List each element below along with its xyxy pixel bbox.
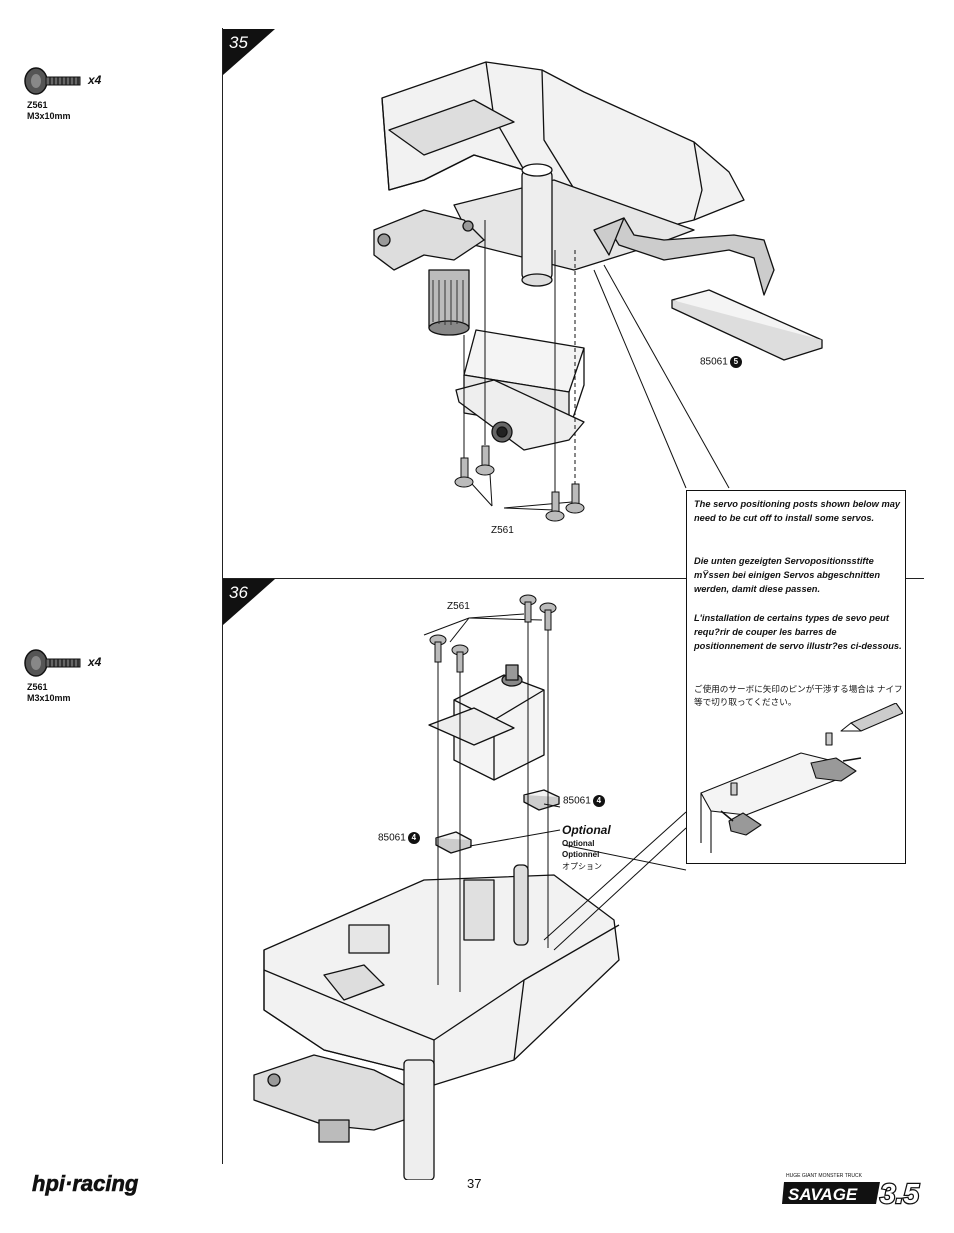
page-number: 37 [467,1176,482,1191]
step-circle-number: 4 [592,795,605,807]
note-text-de: Die unten gezeigten Servopositionsstifte… [694,556,880,595]
optional-label-fr: Optionnel [562,850,600,859]
part-size: M3x10mm [27,111,71,121]
part-code: Z561 M3x10mm [27,100,71,122]
part-size: M3x10mm [27,693,71,703]
parts-callout-step36: x4 Z561 M3x10mm [22,646,142,703]
part-number: 85061 [700,356,728,368]
part-number: 85061 [563,795,591,807]
optional-label-en: Optional [562,823,611,837]
z561-label-step36: Z561 [447,601,470,612]
brand-logo-text: hpi·racing [32,1171,139,1196]
part-number: Z561 [27,100,48,110]
step-circle-number: 5 [729,356,742,368]
screw-icon [24,67,81,95]
parts-callout-step35: x4 Z561 M3x10mm [22,64,142,121]
product-subtitle: HUGE GIANT MONSTER TRUCK [786,1173,863,1179]
optional-label-de: Optional [562,839,595,848]
step-badge-36: 36 [223,579,275,625]
step-number: 35 [229,33,248,52]
cut-posts-illustration [700,703,903,853]
z561-label-step35: Z561 [491,525,514,536]
hpi-racing-logo: hpi·racing [30,1171,140,1196]
step-circle-number: 4 [407,832,420,844]
step36-assembly-illustration [253,594,687,1180]
frame-horizontal-line [222,578,924,579]
step35-assembly-illustration [373,61,823,522]
note-text-jp: ご使用のサーボに矢印のピンが干渉する場合は ナイフ等で切り取ってください。 [694,684,903,707]
step-badge-35: 35 [223,29,275,75]
product-name: SAVAGE [788,1185,858,1204]
note-text-en: The servo positioning posts shown below … [694,499,901,524]
part-number: Z561 [27,682,48,692]
optional-label-jp: オプション [562,862,602,871]
step-number: 36 [229,583,248,602]
part-quantity: x4 [88,73,102,87]
screw-icon [24,649,81,677]
note-text-fr: L'installation de certains types de sevo… [694,613,902,652]
savage-3-5-logo: HUGE GIANT MONSTER TRUCK SAVAGE 3.5 [782,1173,921,1206]
part-code: Z561 M3x10mm [27,682,71,704]
servo-post-note-box: The servo positioning posts shown below … [686,490,906,864]
part-number: 85061 [378,832,406,844]
frame-vertical-line [222,28,223,1164]
part-quantity: x4 [88,655,102,669]
product-version: 3.5 [880,1178,919,1206]
